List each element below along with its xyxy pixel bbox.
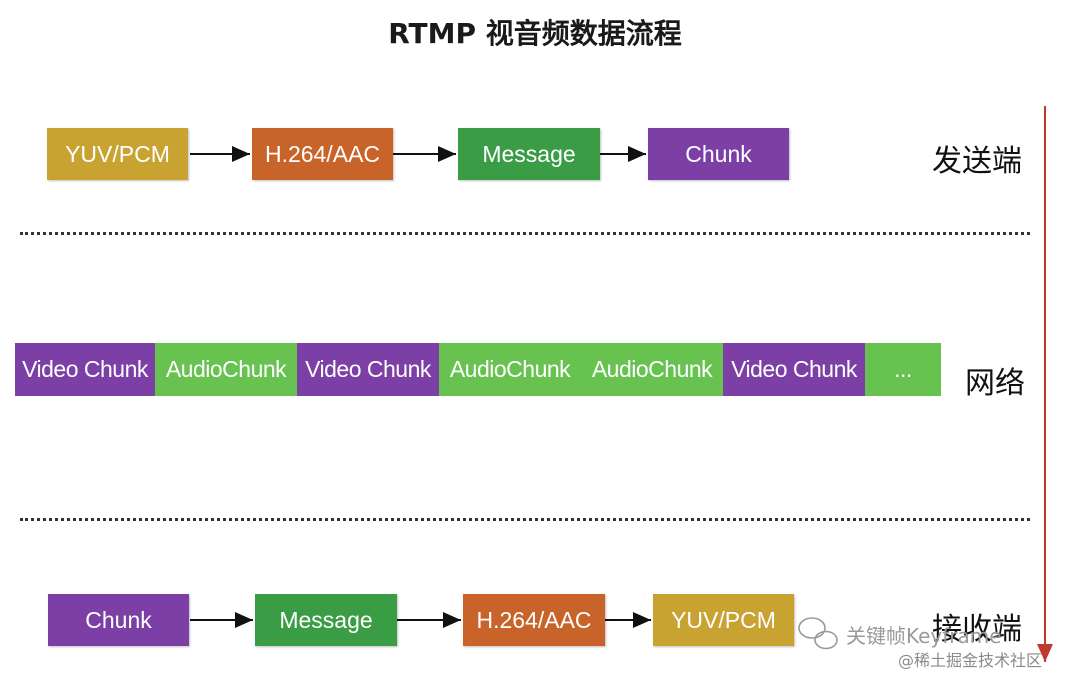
- network-chunk-audio: AudioChunk: [439, 343, 581, 396]
- receiver-box-message: Message: [255, 594, 397, 646]
- sender-box-yuv-pcm: YUV/PCM: [47, 128, 188, 180]
- receiver-box-chunk: Chunk: [48, 594, 189, 646]
- network-chunk-ellipsis: ...: [865, 343, 941, 396]
- divider-bottom: [20, 518, 1030, 521]
- sender-box-message: Message: [458, 128, 600, 180]
- sender-label: 发送端: [932, 144, 1022, 179]
- watermark-account: 关键帧Keyframe: [846, 624, 1002, 648]
- network-chunk-audio: AudioChunk: [155, 343, 297, 396]
- receiver-label: 接收端: [932, 612, 1022, 647]
- receiver-box-yuv-pcm: YUV/PCM: [653, 594, 794, 646]
- sender-box-h264-aac: H.264/AAC: [252, 128, 393, 180]
- network-chunk-audio: AudioChunk: [581, 343, 723, 396]
- receiver-box-h264-aac: H.264/AAC: [463, 594, 605, 646]
- sender-box-chunk: Chunk: [648, 128, 789, 180]
- network-chunk-video: Video Chunk: [15, 343, 155, 396]
- network-chunk-video: Video Chunk: [723, 343, 865, 396]
- network-label: 网络: [965, 366, 1025, 401]
- page-title: RTMP 视音频数据流程: [388, 17, 682, 50]
- network-chunk-video: Video Chunk: [297, 343, 439, 396]
- watermark-site: @稀土掘金技术社区: [898, 651, 1043, 670]
- divider-top: [20, 232, 1030, 235]
